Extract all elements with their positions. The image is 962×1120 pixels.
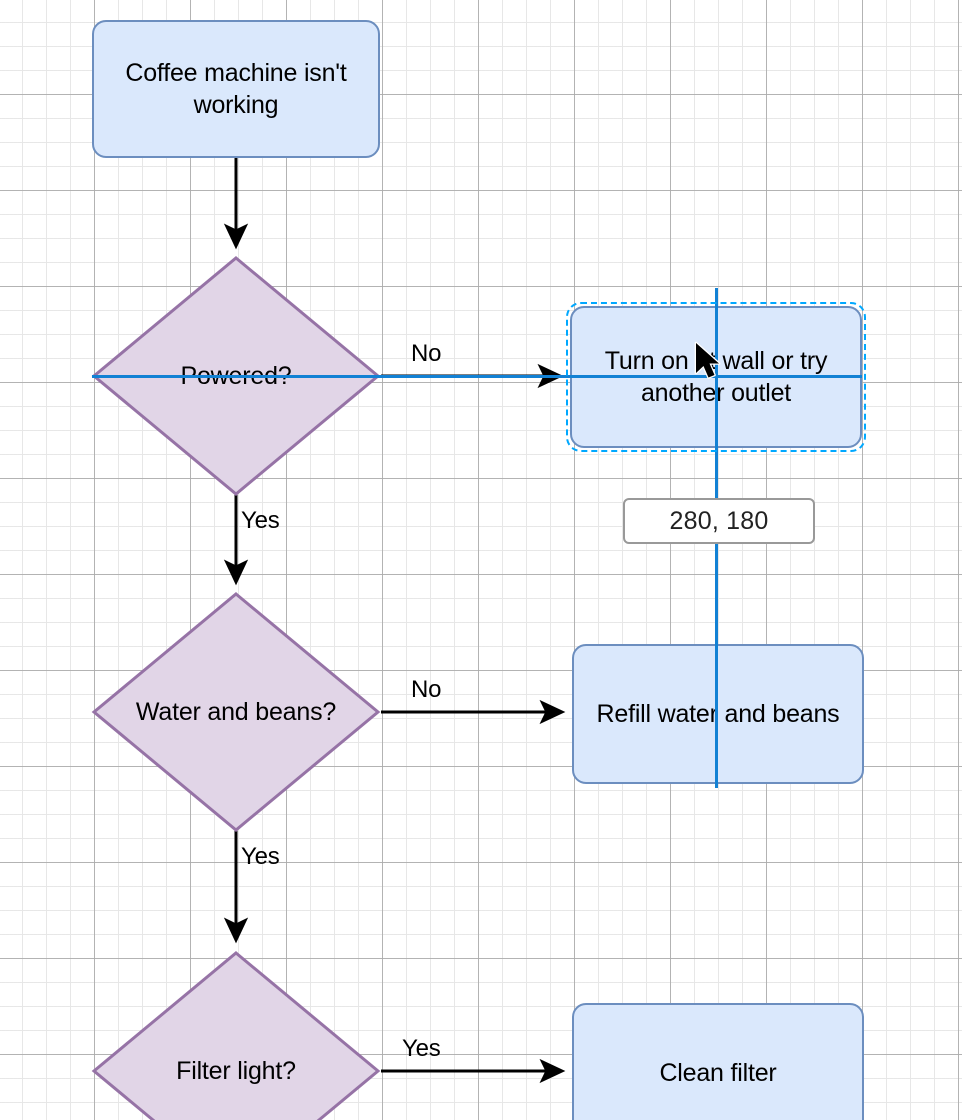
node-turn-on-label: Turn on at wall or try another outlet	[604, 347, 828, 407]
node-refill-label: Refill water and beans	[596, 700, 840, 728]
node-turn-on[interactable]: Turn on at wall or try another outlet	[570, 306, 862, 448]
node-start-label: Coffee machine isn't working	[125, 59, 347, 119]
position-tooltip: 280, 180	[623, 498, 815, 544]
edge-label-powered-yes: Yes	[241, 507, 280, 534]
node-filter-light[interactable]: Filter light?	[91, 951, 381, 1120]
edge-label-powered-no: No	[411, 340, 442, 367]
node-water-and-beans-label: Water and beans?	[135, 697, 337, 726]
node-start[interactable]: Coffee machine isn't working	[92, 20, 380, 158]
diamond-shape	[91, 592, 381, 832]
node-powered[interactable]: Powered?	[91, 256, 381, 496]
node-clean-filter[interactable]: Clean filter	[572, 1003, 864, 1120]
edge-label-filter-yes: Yes	[402, 1035, 441, 1062]
edge-label-water-yes: Yes	[241, 843, 280, 870]
node-refill[interactable]: Refill water and beans	[572, 644, 864, 784]
node-clean-filter-label: Clean filter	[659, 1059, 777, 1087]
node-water-and-beans[interactable]: Water and beans?	[91, 592, 381, 832]
node-filter-light-label: Filter light?	[176, 1056, 296, 1085]
edge-label-water-no: No	[411, 676, 442, 703]
diamond-shape	[91, 951, 381, 1120]
node-powered-label: Powered?	[180, 361, 292, 390]
